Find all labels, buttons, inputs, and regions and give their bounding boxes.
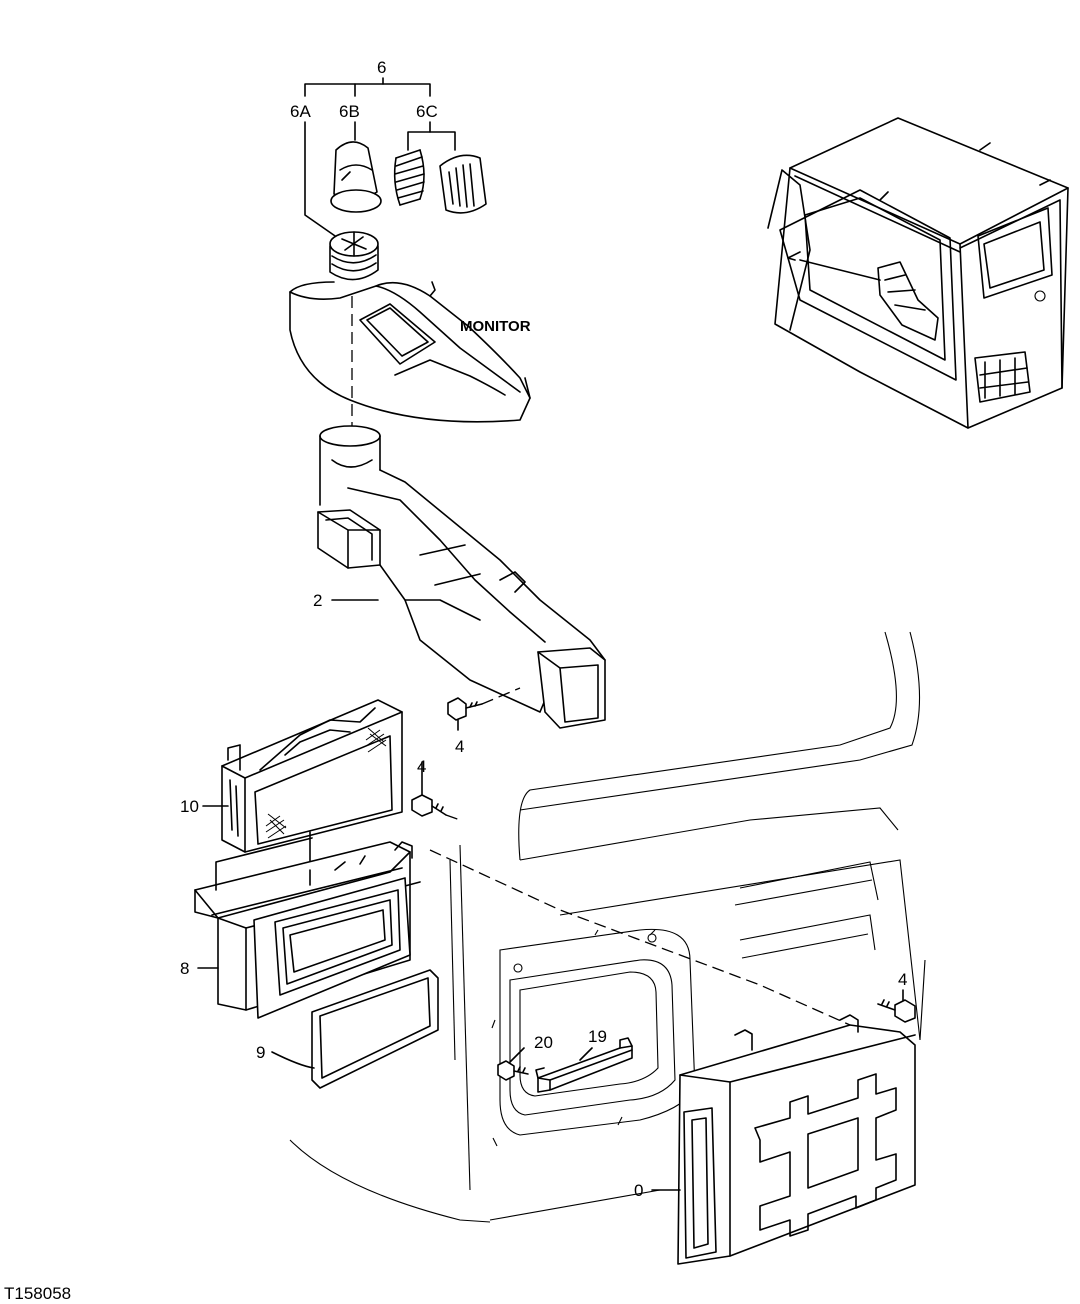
- cab-inset: [767, 117, 1069, 429]
- cab-wall-panel: [289, 631, 926, 1223]
- figure-id: T158058: [4, 1284, 71, 1303]
- label-6a: 6A: [290, 102, 311, 121]
- part-6c-spring: [393, 149, 425, 206]
- bolt-4-upper: [447, 687, 521, 731]
- part-2-duct: [317, 425, 606, 729]
- bolt-4-right: [877, 989, 916, 1023]
- part-6b-cap: [330, 141, 382, 213]
- label-2: 2: [313, 591, 322, 610]
- part-0-cover: [677, 1014, 916, 1265]
- label-20: 20: [534, 1033, 553, 1052]
- part-8-housing: [194, 837, 421, 1019]
- label-8: 8: [180, 959, 189, 978]
- label-4-upper: 4: [455, 737, 464, 756]
- label-6c: 6C: [416, 102, 438, 121]
- monitor-housing: [289, 281, 531, 423]
- bolt-4-mid: [411, 761, 461, 821]
- label-4-mid: 4: [417, 757, 426, 776]
- label-9: 9: [256, 1043, 265, 1062]
- label-19: 19: [588, 1027, 607, 1046]
- group-6-bracket: [304, 77, 456, 239]
- label-6: 6: [377, 58, 386, 77]
- part-20-screw: [497, 1047, 529, 1081]
- part-6a-ring: [329, 231, 379, 281]
- label-10: 10: [180, 797, 199, 816]
- label-4-right: 4: [898, 970, 907, 989]
- centerline-8-to-0: [429, 849, 851, 1026]
- part-19-bracket: [535, 1037, 633, 1093]
- part-10-filter: [221, 699, 403, 853]
- label-0: 0: [634, 1181, 643, 1200]
- part-9-gasket: [311, 969, 439, 1089]
- part-6c-grille: [439, 154, 487, 214]
- label-6b: 6B: [339, 102, 360, 121]
- leader-9: [271, 1051, 315, 1069]
- label-monitor: MONITOR: [460, 318, 531, 335]
